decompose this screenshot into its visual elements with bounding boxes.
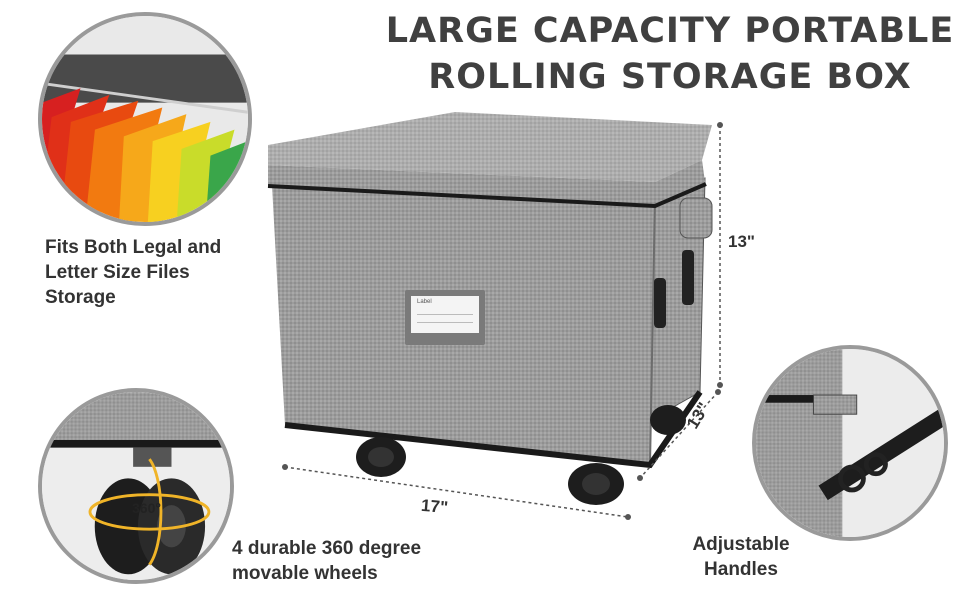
handle-detail-circle xyxy=(752,345,948,541)
side-handle-loop xyxy=(679,197,713,239)
side-strap-right xyxy=(682,250,694,305)
wheel-front-right xyxy=(568,463,624,505)
files-callout: Fits Both Legal and Letter Size Files St… xyxy=(45,235,221,310)
wheel-front-left xyxy=(356,437,406,477)
title-line-1: LARGE CAPACITY PORTABLE xyxy=(385,11,955,51)
rotation-badge: 360° xyxy=(132,500,161,516)
box-label-text: Label xyxy=(417,299,432,305)
handles-callout: Adjustable Handles xyxy=(686,532,796,582)
width-dimension: 17" xyxy=(420,495,449,518)
caster-wheel-image xyxy=(42,392,230,580)
wheels-callout-line-2: movable wheels xyxy=(232,563,378,584)
files-callout-line-3: Storage xyxy=(45,287,116,308)
wheel-detail-circle xyxy=(38,388,234,584)
lid-front xyxy=(268,165,655,205)
files-callout-line-2: Letter Size Files xyxy=(45,262,190,283)
wheels-callout: 4 durable 360 degree movable wheels xyxy=(232,536,421,586)
side-strap-left xyxy=(654,278,666,328)
wheel-back-right xyxy=(650,405,686,435)
depth-dimension-line xyxy=(639,391,719,479)
hanging-folders-image xyxy=(42,16,248,222)
files-callout-line-1: Fits Both Legal and xyxy=(45,237,222,258)
title-line-2: ROLLING STORAGE BOX xyxy=(428,57,912,97)
width-dimension-line xyxy=(284,466,629,518)
handles-callout-line-2: Handles xyxy=(704,559,778,580)
lid-top xyxy=(268,112,712,182)
lid-trim xyxy=(267,182,707,209)
page-title: LARGE CAPACITY PORTABLE ROLLING STORAGE … xyxy=(370,8,970,100)
box-label-holder: Label xyxy=(405,290,485,345)
handles-callout-line-1: Adjustable xyxy=(692,534,790,555)
strap-buckle-image xyxy=(756,349,944,537)
files-detail-circle xyxy=(38,12,252,226)
wheels-callout-line-1: 4 durable 360 degree xyxy=(232,538,422,559)
height-dimension: 13" xyxy=(728,232,755,251)
lid-side xyxy=(655,160,705,205)
